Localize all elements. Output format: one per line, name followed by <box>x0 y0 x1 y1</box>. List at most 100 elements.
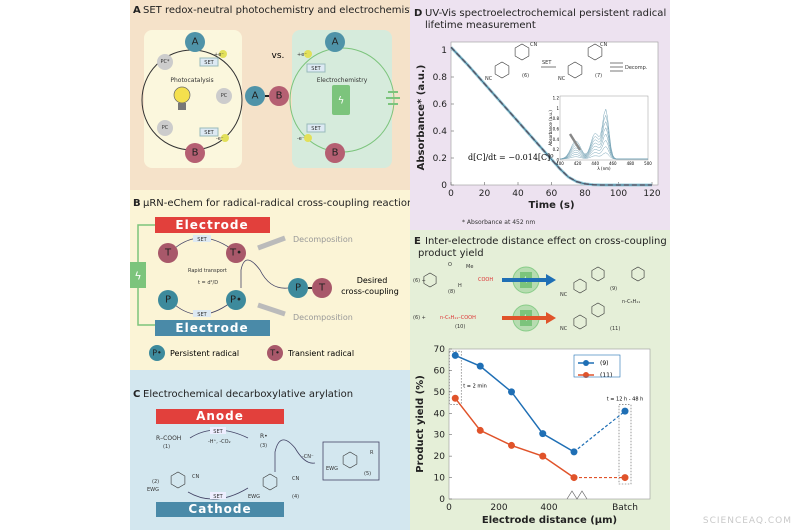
x-tick-label: 0 <box>446 503 452 513</box>
y-tick-label: 0 <box>439 495 445 505</box>
set-label: SET <box>542 60 552 66</box>
radical-number: (7) <box>595 73 602 79</box>
svg-text:A: A <box>192 37 199 48</box>
data-point <box>570 448 578 456</box>
x-tick-label: Batch <box>612 503 638 513</box>
cn-label: CN <box>192 474 199 480</box>
anion-number: (4) <box>292 494 299 500</box>
cross-coupling-label: cross-coupling <box>341 287 399 296</box>
legend-marker <box>583 360 589 366</box>
rxn1-cooh: COOH <box>478 277 493 283</box>
svg-text:SET: SET <box>197 312 207 318</box>
legend-label: (9) <box>600 360 609 367</box>
decomposition-arrow <box>257 302 286 317</box>
series-batch-line <box>573 410 626 453</box>
x-axis-label: Time (s) <box>528 200 574 211</box>
x-tick-label: 80 <box>579 189 591 199</box>
photocatalysis-label: Photocatalysis <box>170 77 213 84</box>
panel-a-letter: A <box>133 5 141 16</box>
x-tick-label: 60 <box>546 189 558 199</box>
x-tick-label: 200 <box>490 503 507 513</box>
electrode-bottom-label: Electrode <box>175 321 248 335</box>
rxn1-product-number: (9) <box>610 286 617 292</box>
inset-x-label: λ (nm) <box>597 166 611 171</box>
inset-x-tick: 440 <box>591 161 599 166</box>
svg-text:PC: PC <box>162 125 169 131</box>
y-tick-label: 40 <box>434 409 446 419</box>
watermark: SCIENCEAQ.COM <box>702 516 792 526</box>
rxn2-acid-number: (10) <box>455 324 465 330</box>
electron-plus: +e⁻ <box>297 50 312 58</box>
svg-text:T: T <box>164 248 172 259</box>
data-point <box>570 474 578 482</box>
ewg-label: EWG <box>147 487 159 493</box>
panel-b: B μRN-eChem for radical-radical cross-co… <box>130 190 410 370</box>
panel-c-title: Electrochemical decarboxylative arylatio… <box>143 389 353 400</box>
highlight-box <box>448 350 462 406</box>
svg-text:+e⁻: +e⁻ <box>297 52 307 58</box>
svg-text:B: B <box>192 148 199 159</box>
arene-structures <box>170 451 358 491</box>
set-tag: SET <box>306 123 326 133</box>
benzene-ring <box>573 314 587 330</box>
inset-x-tick: 420 <box>574 161 582 166</box>
svg-text:B: B <box>276 91 283 102</box>
ewg-label: EWG <box>248 494 260 500</box>
rxn1-reactant: (6) + <box>413 278 426 284</box>
y-tick-label: 70 <box>434 345 446 355</box>
scheme-structures <box>494 43 603 79</box>
svg-text:SET: SET <box>311 126 321 132</box>
x-axis-label: Electrode distance (μm) <box>482 515 617 526</box>
panel-d: D UV-Vis spectroelectrochemical persiste… <box>410 0 670 230</box>
svg-text:ϟ: ϟ <box>338 96 345 107</box>
svg-text:ϟ: ϟ <box>134 270 141 283</box>
annotation-short: t = 2 min <box>463 384 487 390</box>
acid-number: (1) <box>163 444 170 450</box>
legend-marker <box>583 372 589 378</box>
highlight-box <box>618 404 632 485</box>
electron-minus: -e⁻ <box>297 134 312 142</box>
set-tag: SET <box>199 127 219 137</box>
transport-equation: t = d²/D <box>198 280 218 286</box>
pc-reduced: PC <box>157 120 173 136</box>
benzene-ring <box>591 302 605 318</box>
svg-text:SET: SET <box>213 494 223 500</box>
electron-minus: -e⁻ <box>216 134 229 142</box>
r-label: R <box>370 450 374 456</box>
electron-plus: +e⁻ <box>214 50 227 58</box>
rate-equation: d[C]/dt = −0.014[C]⁰ <box>468 153 553 162</box>
h-label: H <box>458 283 462 289</box>
ball-a-photo: A <box>185 32 205 52</box>
set-tag: SET <box>199 57 219 67</box>
acid-label: R–COOH <box>156 435 181 442</box>
rxn2-acid: n-C₅H₁₁–COOH <box>440 315 476 321</box>
panel-d-title-line2: lifetime measurement <box>425 20 536 31</box>
axis-break <box>566 490 588 500</box>
battery-icon: ϟ <box>332 85 350 115</box>
radical-number: (3) <box>260 443 267 449</box>
coupling-arrow <box>274 439 316 472</box>
y-tick-label: 0 <box>441 181 447 191</box>
y-axis-label: Absorbance* (a.u.) <box>416 65 427 171</box>
inset-y-tick: 0.2 <box>553 147 560 152</box>
svg-text:SET: SET <box>204 60 214 66</box>
x-tick-label: 400 <box>540 503 557 513</box>
set-tag: SET <box>193 235 211 243</box>
svg-text:SET: SET <box>311 66 321 72</box>
rxn2-product-number: (11) <box>610 326 620 332</box>
svg-text:SET: SET <box>204 130 214 136</box>
y-tick-label: 10 <box>434 474 446 484</box>
svg-text:Persistent radical: Persistent radical <box>170 349 239 358</box>
data-point <box>476 362 484 370</box>
cathode <box>156 502 284 517</box>
vs-label: vs. <box>272 51 285 61</box>
ball-a-electro: A <box>325 32 345 52</box>
ball-b-electro: B <box>325 143 345 163</box>
transport-arrow <box>240 259 289 289</box>
transient-radical: T• <box>226 243 246 263</box>
ball-b-photo: B <box>185 143 205 163</box>
battery-icon: ϟ <box>130 262 146 288</box>
svg-text:Transient radical: Transient radical <box>287 349 354 358</box>
